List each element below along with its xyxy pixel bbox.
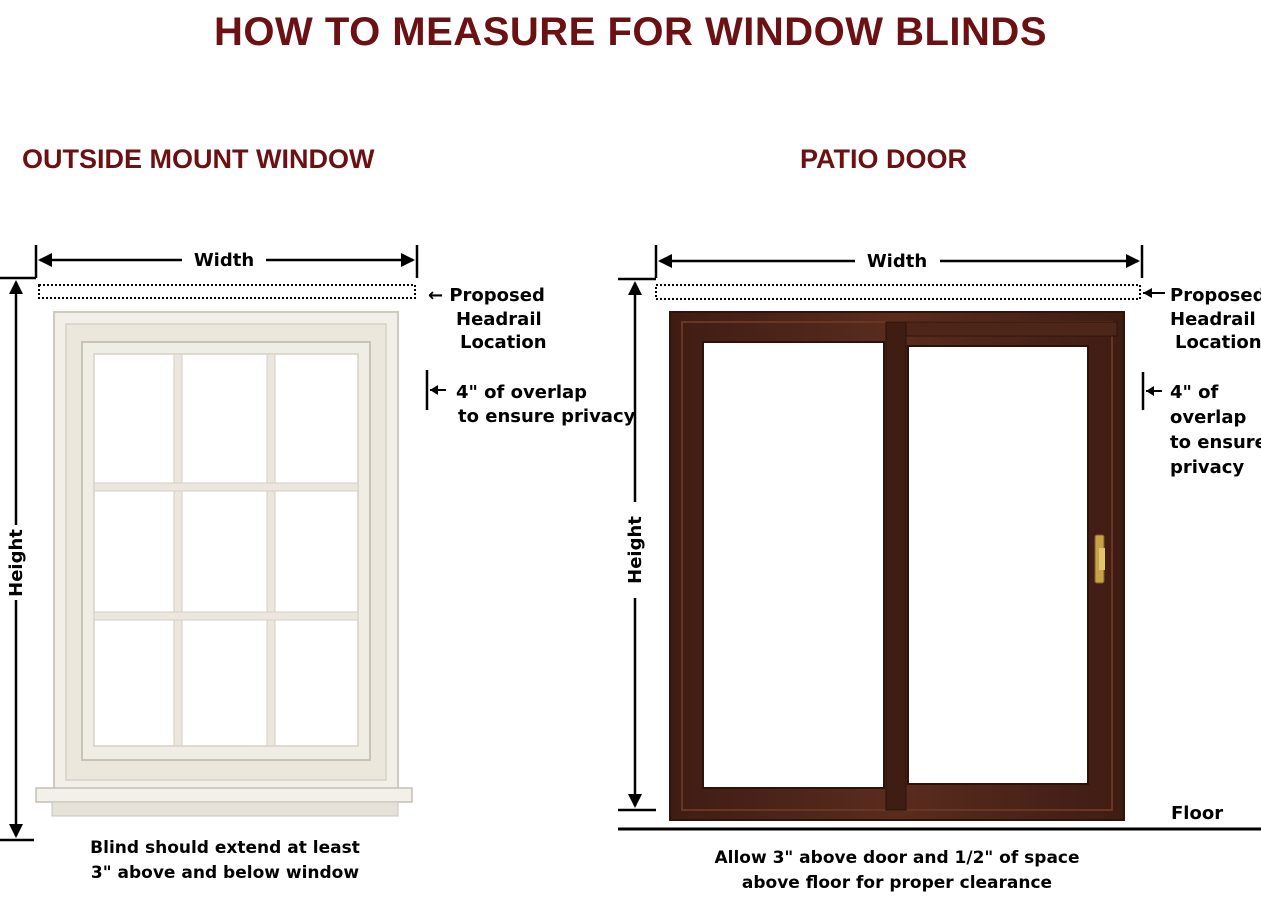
right-width-label: Width bbox=[867, 251, 927, 272]
patio-door-diagram: Width Height Floor Proposed Headrail Loc… bbox=[618, 245, 1261, 831]
right-overlap-line-2: overlap bbox=[1170, 407, 1247, 428]
right-overlap-line-4: privacy bbox=[1170, 457, 1244, 478]
window-apron bbox=[51, 801, 399, 817]
left-headrail-line-3: Location bbox=[460, 332, 547, 353]
right-headrail-location bbox=[655, 284, 1141, 300]
window-muntin-h2 bbox=[93, 611, 359, 621]
right-width-arrow-right bbox=[1126, 254, 1140, 268]
right-height-arrow-down bbox=[628, 794, 642, 808]
left-height-label: Height bbox=[6, 529, 27, 597]
right-headrail-line-3: Location bbox=[1175, 332, 1261, 353]
window-muntin-v1 bbox=[173, 353, 183, 747]
window-muntin-v2 bbox=[266, 353, 276, 747]
left-height-arrow-down bbox=[9, 824, 23, 838]
right-width-arrow-left bbox=[658, 254, 672, 268]
right-headrail-line-2: Headrail bbox=[1170, 309, 1256, 330]
left-overlap-line-1: 4" of overlap bbox=[456, 382, 587, 403]
patio-door-left-glass bbox=[702, 341, 885, 789]
patio-door-heading: PATIO DOOR bbox=[800, 144, 967, 174]
outside-mount-caption: Blind should extend at least 3" above an… bbox=[40, 836, 410, 886]
left-width-arrow-left bbox=[38, 253, 52, 267]
outside-mount-heading: OUTSIDE MOUNT WINDOW bbox=[22, 144, 375, 174]
left-width-arrow-right bbox=[401, 253, 415, 267]
patio-door-caption: Allow 3" above door and 1/2" of space ab… bbox=[662, 846, 1132, 896]
window-muntin-h1 bbox=[93, 482, 359, 492]
window-sill bbox=[35, 787, 413, 803]
patio-door-caption-line-1: Allow 3" above door and 1/2" of space bbox=[714, 848, 1080, 868]
outside-mount-caption-line-1: Blind should extend at least bbox=[90, 838, 360, 858]
right-height-arrow-up bbox=[628, 281, 642, 295]
patio-door-center-stile bbox=[885, 321, 907, 811]
patio-door-right-glass bbox=[907, 345, 1089, 785]
left-headrail-line-2: Headrail bbox=[456, 309, 542, 330]
floor-label: Floor bbox=[1171, 803, 1223, 824]
right-headrail-arrow bbox=[1143, 288, 1152, 298]
outside-mount-caption-line-2: 3" above and below window bbox=[90, 863, 360, 883]
left-headrail-line-1: ← Proposed bbox=[428, 285, 545, 306]
right-overlap-arrow bbox=[1146, 386, 1154, 396]
right-headrail-line-1: Proposed bbox=[1170, 285, 1261, 306]
right-height-label: Height bbox=[625, 516, 646, 584]
right-overlap-line-1: 4" of bbox=[1170, 382, 1219, 403]
patio-door-handle-lever bbox=[1099, 548, 1105, 570]
window-glass bbox=[93, 353, 359, 747]
outside-mount-window-diagram: Width Height ← Proposed Headrail Locatio… bbox=[0, 245, 636, 842]
left-headrail-location bbox=[38, 284, 416, 299]
right-overlap-line-3: to ensure bbox=[1170, 432, 1261, 453]
page-title: HOW TO MEASURE FOR WINDOW BLINDS bbox=[214, 10, 1047, 54]
patio-door-caption-line-2: above floor for proper clearance bbox=[741, 873, 1053, 893]
left-overlap-line-2: to ensure privacy bbox=[458, 406, 636, 427]
left-height-arrow-up bbox=[9, 280, 23, 294]
left-overlap-arrow bbox=[430, 385, 438, 395]
left-width-label: Width bbox=[194, 250, 254, 271]
patio-door-top-rail bbox=[904, 321, 1118, 337]
